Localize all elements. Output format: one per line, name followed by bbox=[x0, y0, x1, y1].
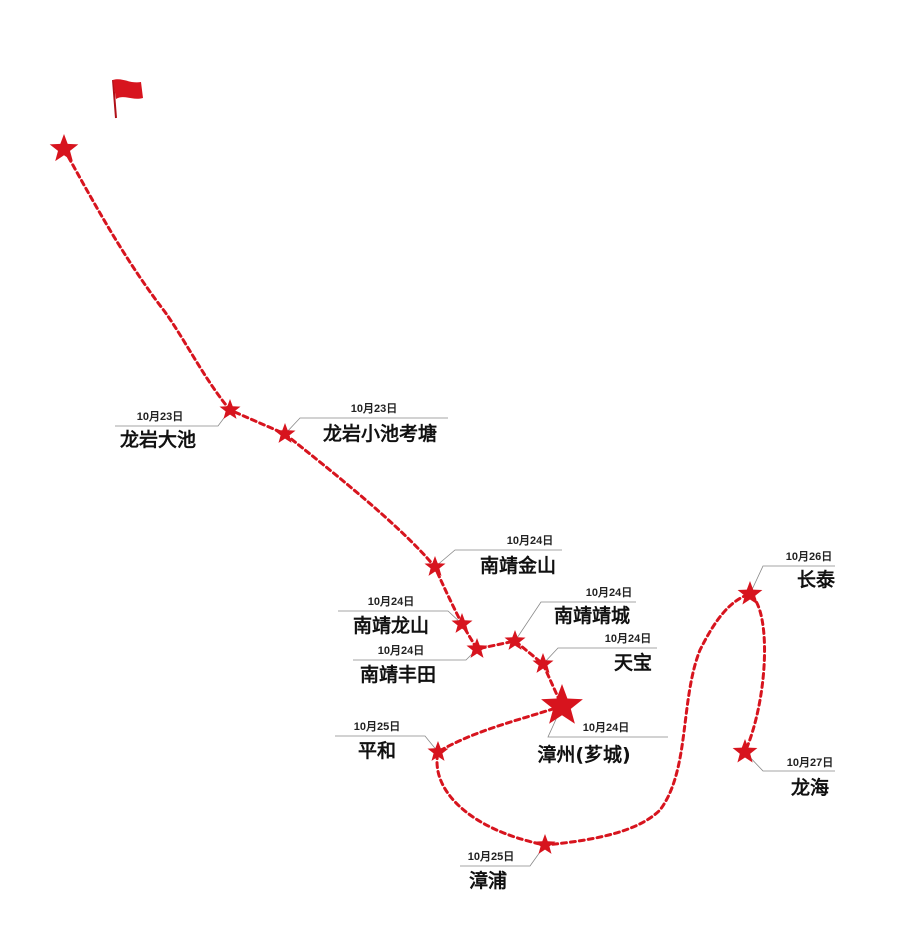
stop-date: 10月24日 bbox=[586, 586, 632, 599]
stop-date: 10月26日 bbox=[786, 550, 832, 563]
stop-date: 10月25日 bbox=[468, 850, 514, 863]
stop-date: 10月23日 bbox=[351, 402, 397, 415]
stop-date: 10月24日 bbox=[368, 595, 414, 608]
red-star-icon bbox=[49, 134, 79, 162]
stop-name: 天宝 bbox=[614, 651, 652, 674]
stop-name: 南靖丰田 bbox=[360, 663, 436, 686]
red-star-icon bbox=[532, 653, 554, 673]
stop-labels: 10月23日 龙岩大池 10月23日 龙岩小池考塘 10月24日 南靖金山 10… bbox=[120, 402, 836, 892]
red-star-icon bbox=[274, 423, 296, 443]
red-star-icon bbox=[732, 739, 758, 763]
red-star-icon bbox=[451, 613, 473, 633]
stop-date: 10月24日 bbox=[378, 644, 424, 657]
march-route-line bbox=[62, 147, 767, 847]
red-star-icon bbox=[427, 741, 449, 761]
stop-date: 10月23日 bbox=[137, 410, 183, 423]
stop-date: 10月24日 bbox=[507, 534, 553, 547]
red-star-icon bbox=[504, 630, 526, 650]
label-leaders bbox=[115, 409, 835, 867]
stop-date: 10月24日 bbox=[605, 632, 651, 645]
red-star-icon bbox=[219, 399, 241, 419]
red-star-icon bbox=[424, 556, 446, 576]
stop-name: 平和 bbox=[358, 739, 396, 762]
large-red-star-icon bbox=[541, 684, 583, 724]
stop-name: 龙海 bbox=[791, 776, 829, 799]
stop-markers bbox=[49, 134, 763, 854]
red-star-icon bbox=[534, 834, 556, 854]
stop-date: 10月27日 bbox=[787, 756, 833, 769]
stop-date: 10月24日 bbox=[583, 721, 629, 734]
stop-name: 漳浦 bbox=[469, 869, 507, 892]
stop-name: 南靖金山 bbox=[480, 554, 556, 577]
red-star-icon bbox=[466, 638, 488, 658]
stop-name: 长泰 bbox=[797, 568, 836, 591]
stop-name: 南靖靖城 bbox=[554, 604, 630, 627]
stop-name: 南靖龙山 bbox=[353, 614, 429, 637]
red-flag-icon bbox=[112, 79, 143, 119]
stop-name: 漳州(芗城) bbox=[537, 743, 630, 766]
red-star-icon bbox=[737, 581, 763, 605]
stop-name: 龙岩大池 bbox=[120, 428, 196, 451]
stop-name: 龙岩小池考塘 bbox=[323, 422, 437, 445]
stop-date: 10月25日 bbox=[354, 720, 400, 733]
